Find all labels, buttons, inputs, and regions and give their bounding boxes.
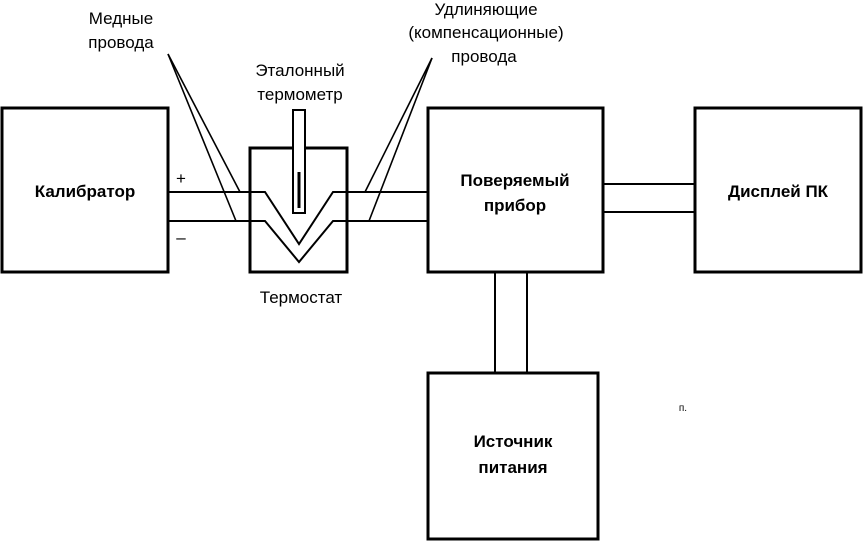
calibrator-label: Калибратор [35,182,136,201]
power-label-line1: Источник [474,432,553,451]
power-label-line2: питания [478,458,547,477]
thermostat-label: Термостат [260,288,343,307]
pc-display-block: Дисплей ПК [693,106,863,274]
device-under-test-block: Поверяемый прибор [426,106,605,274]
reference-thermometer [292,109,306,214]
wiring [168,183,695,373]
thermometer-label-line1: Эталонный [255,61,344,80]
extension-wires-line1: Удлиняющие [434,0,537,19]
thermocouple-junction [250,191,347,246]
copper-wires-line1: Медные [89,9,153,28]
device-label-line1: Поверяемый [460,171,569,190]
copper-wires-line2: провода [88,33,154,52]
calibrator-block: Калибратор [0,106,170,274]
extension-wires-line3: провода [451,47,517,66]
extension-wires-line2: (компенсационные) [408,23,563,42]
plus-sign: + [176,169,186,188]
stray-mark: п. [679,403,687,414]
extension-wires-annotation: Удлиняющие (компенсационные) провода [364,0,564,222]
minus-sign: – [176,228,186,247]
thermometer-label-line2: термометр [257,85,342,104]
power-supply-block: Источник питания [426,371,600,541]
display-label: Дисплей ПК [728,182,829,201]
copper-wires-annotation: Медные провода [88,9,241,222]
thermocouple-junction-inner [250,220,347,264]
reference-thermometer-annotation: Эталонный термометр [255,61,344,104]
device-label-line2: прибор [484,196,546,215]
thermostat-block: Термостат [248,109,349,307]
